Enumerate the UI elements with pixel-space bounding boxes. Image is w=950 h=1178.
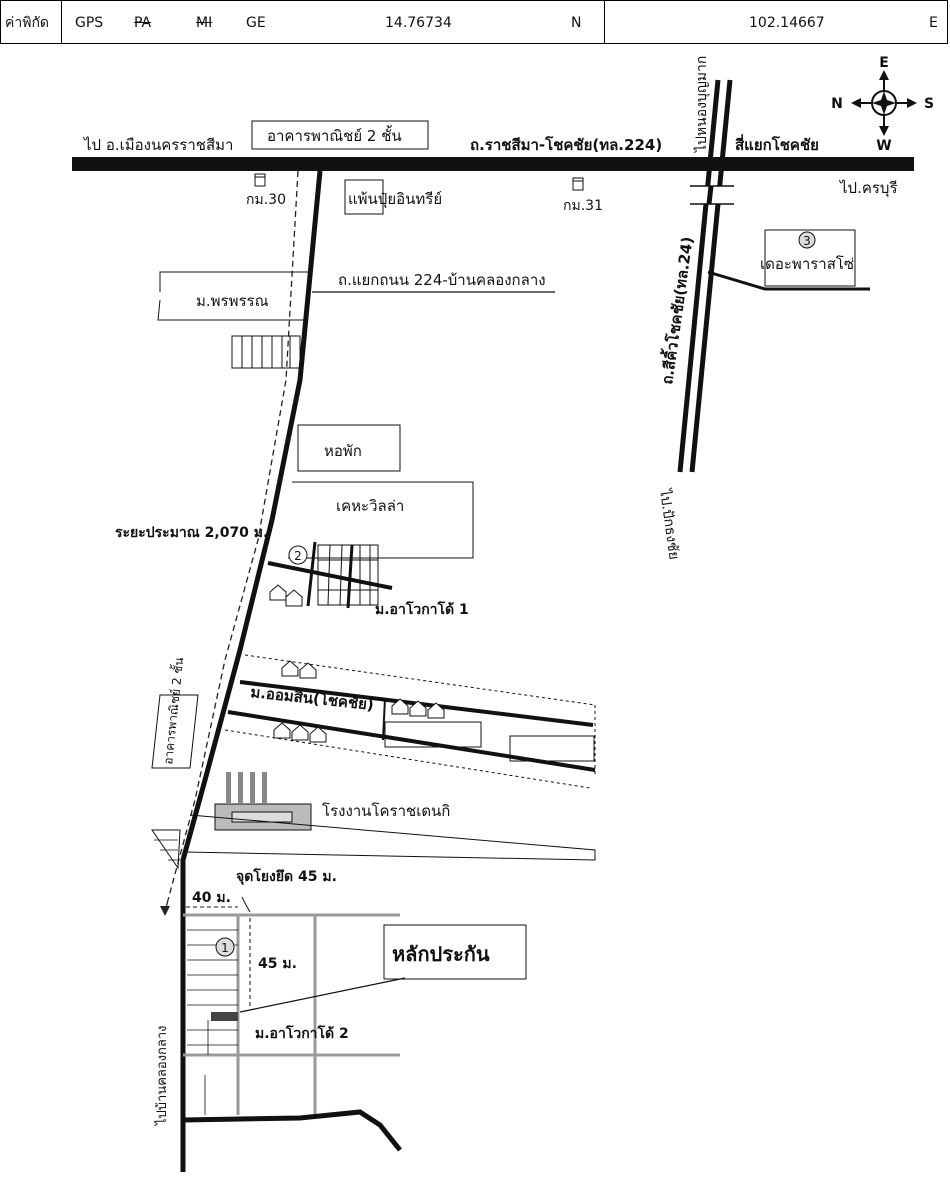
label-tie-point: จุดโยงยึด 45 ม. [236,867,337,885]
label-km31: กม.31 [563,198,603,214]
route-arrowhead [160,906,170,916]
circle-3-marker [798,231,816,249]
collateral-pointer [239,977,406,1013]
gps-option: GPS [75,15,104,31]
label-fertilizer: แพ้นปุ๋ยอินทรีย์ [348,190,442,209]
circle-1-marker [215,937,235,957]
location-map: E N S W ไป อ.เมืองนครราชสีมา อาคารพาณิชย… [72,55,934,1172]
label-km30: กม.30 [246,192,286,208]
factory-boundary [184,814,596,861]
label-to-nong-bun-mak: ไปหนองบุญมาก [693,56,710,153]
label-side-road: ถ.แยกถนน 224-บ้านคลองกลาง [338,271,546,289]
km31-marker [572,177,584,191]
side-road [180,170,323,1172]
fertilizer-box [344,179,384,215]
keha-villa-box [288,481,474,559]
omsin-houses [273,660,445,743]
collateral-plot [211,1012,238,1021]
paradise-road [707,270,870,291]
circle-2-marker [288,545,308,565]
label-distance: ระยะประมาณ 2,070 ม. [115,525,268,541]
latitude-dir: N [571,15,582,31]
dorm-box [297,424,401,472]
dashed-route [167,170,299,901]
label-circle-1: 1 [221,941,229,955]
label-collateral: หลักประกัน [392,942,490,966]
header-divider [61,1,62,43]
label-to-pak-thong-chai: ไป.ปักธงชัย [656,487,683,560]
village-phonphan [157,271,310,369]
commercial-building-left [151,694,199,769]
arcade1-houses [269,584,303,607]
label-village-omsin: ม.ออมสิน(โชคชัย) [250,682,375,714]
coord-label: ค่าพิกัด [5,15,50,31]
label-dorm: หอพัก [324,442,362,460]
compass-left: N [831,96,843,112]
label-dist-40: 40 ม. [192,890,231,906]
longitude-dir: E [929,15,938,31]
omsin-village [224,654,596,789]
label-to-khonburi: ไป.ครบุรี [839,179,898,198]
arcade1-grid [267,541,393,609]
label-junction: สี่แยกโชคชัย [735,134,819,154]
label-village-arcade1: ม.อาโวกาโด้ 1 [375,600,469,618]
compass-icon [851,70,917,136]
label-to-ban-khlong-klang: ไปบ้านคลองกลาง [154,1025,170,1126]
commercial-building-top [251,120,429,150]
longitude-value: 102.14667 [749,15,825,31]
hatched-area [151,829,181,870]
label-village-phonphan: ม.พรพรรณ [196,292,269,310]
label-the-paradise: เดอะพาราสโซ่ [760,255,854,273]
label-dist-45: 45 ม. [258,956,297,972]
label-to-mueang: ไป อ.เมืองนครราชสีมา [83,136,233,154]
label-village-arcade2: ม.อาโวกาโด้ 2 [255,1024,349,1042]
label-main-road: ถ.ราชสีมา-โชคชัย(ทล.224) [470,135,662,154]
ge-option: GE [246,15,266,31]
compass-bottom: W [876,138,891,154]
label-keha-villa: เคหะวิลล่า [336,497,404,515]
latitude-value: 14.76734 [385,15,452,31]
km30-marker [254,173,266,187]
main-road [72,157,914,171]
pa-option: PA [134,15,152,31]
compass-top: E [879,55,889,71]
highway-24 [677,79,734,473]
collateral-box [383,924,527,980]
coordinates-header: ค่าพิกัด GPS PA MI GE 14.76734 N 102.146… [0,0,948,44]
tie-point-arrow [241,896,251,913]
mi-option: MI [196,15,213,31]
label-circle-2: 2 [294,549,302,563]
label-commercial-top: อาคารพาณิชย์ 2 ชั้น [267,125,402,145]
label-circle-3: 3 [803,234,811,248]
header-divider-2 [604,1,605,43]
label-factory: โรงงานโคราชเดนกิ [322,802,450,820]
bottom-road [182,1109,402,1152]
compass-right: S [924,96,934,112]
